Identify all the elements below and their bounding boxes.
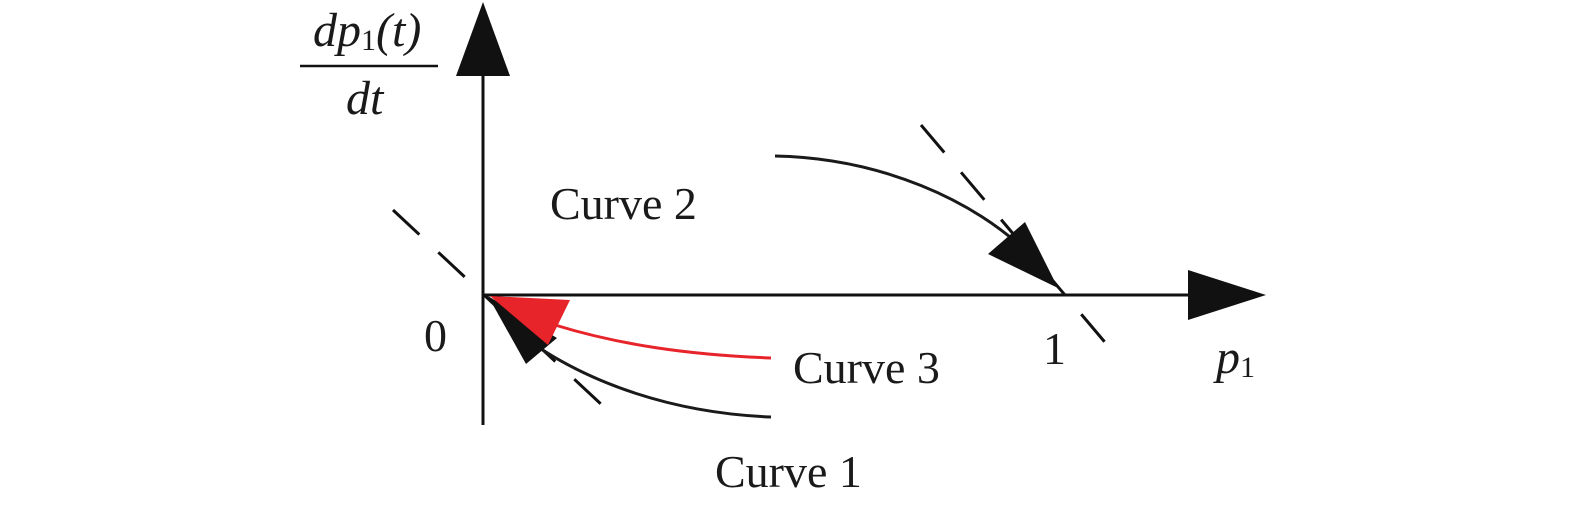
curve-3-path [554, 323, 772, 360]
x-axis-arrowhead [1188, 270, 1266, 320]
y-axis-num-d: d [313, 4, 338, 57]
x-axis-var: p [1213, 331, 1240, 384]
curve-2-label: Curve 2 [550, 178, 697, 229]
origin-label: 0 [424, 310, 447, 361]
y-axis-arrowhead [456, 2, 510, 76]
curve-3-label: Curve 3 [793, 342, 940, 393]
x-axis-sub: 1 [1240, 351, 1255, 384]
curve-2-arrowhead [988, 222, 1058, 288]
curve-1-arrowhead [488, 296, 557, 364]
y-axis-denominator: dt [346, 72, 385, 125]
y-axis-num-p: p [334, 4, 361, 57]
curve-3-arrowhead [490, 296, 570, 345]
y-axis-num-rest: (t) [376, 4, 421, 57]
y-axis-numerator: dp1(t) [313, 4, 421, 57]
y-axis-num-sub: 1 [361, 24, 376, 57]
x-axis-label: p1 [1213, 331, 1255, 384]
curve-1-label: Curve 1 [715, 446, 862, 497]
x-tick-one-label: 1 [1043, 323, 1066, 374]
curve-2-path [774, 154, 1032, 257]
curve-1-path [534, 343, 772, 419]
